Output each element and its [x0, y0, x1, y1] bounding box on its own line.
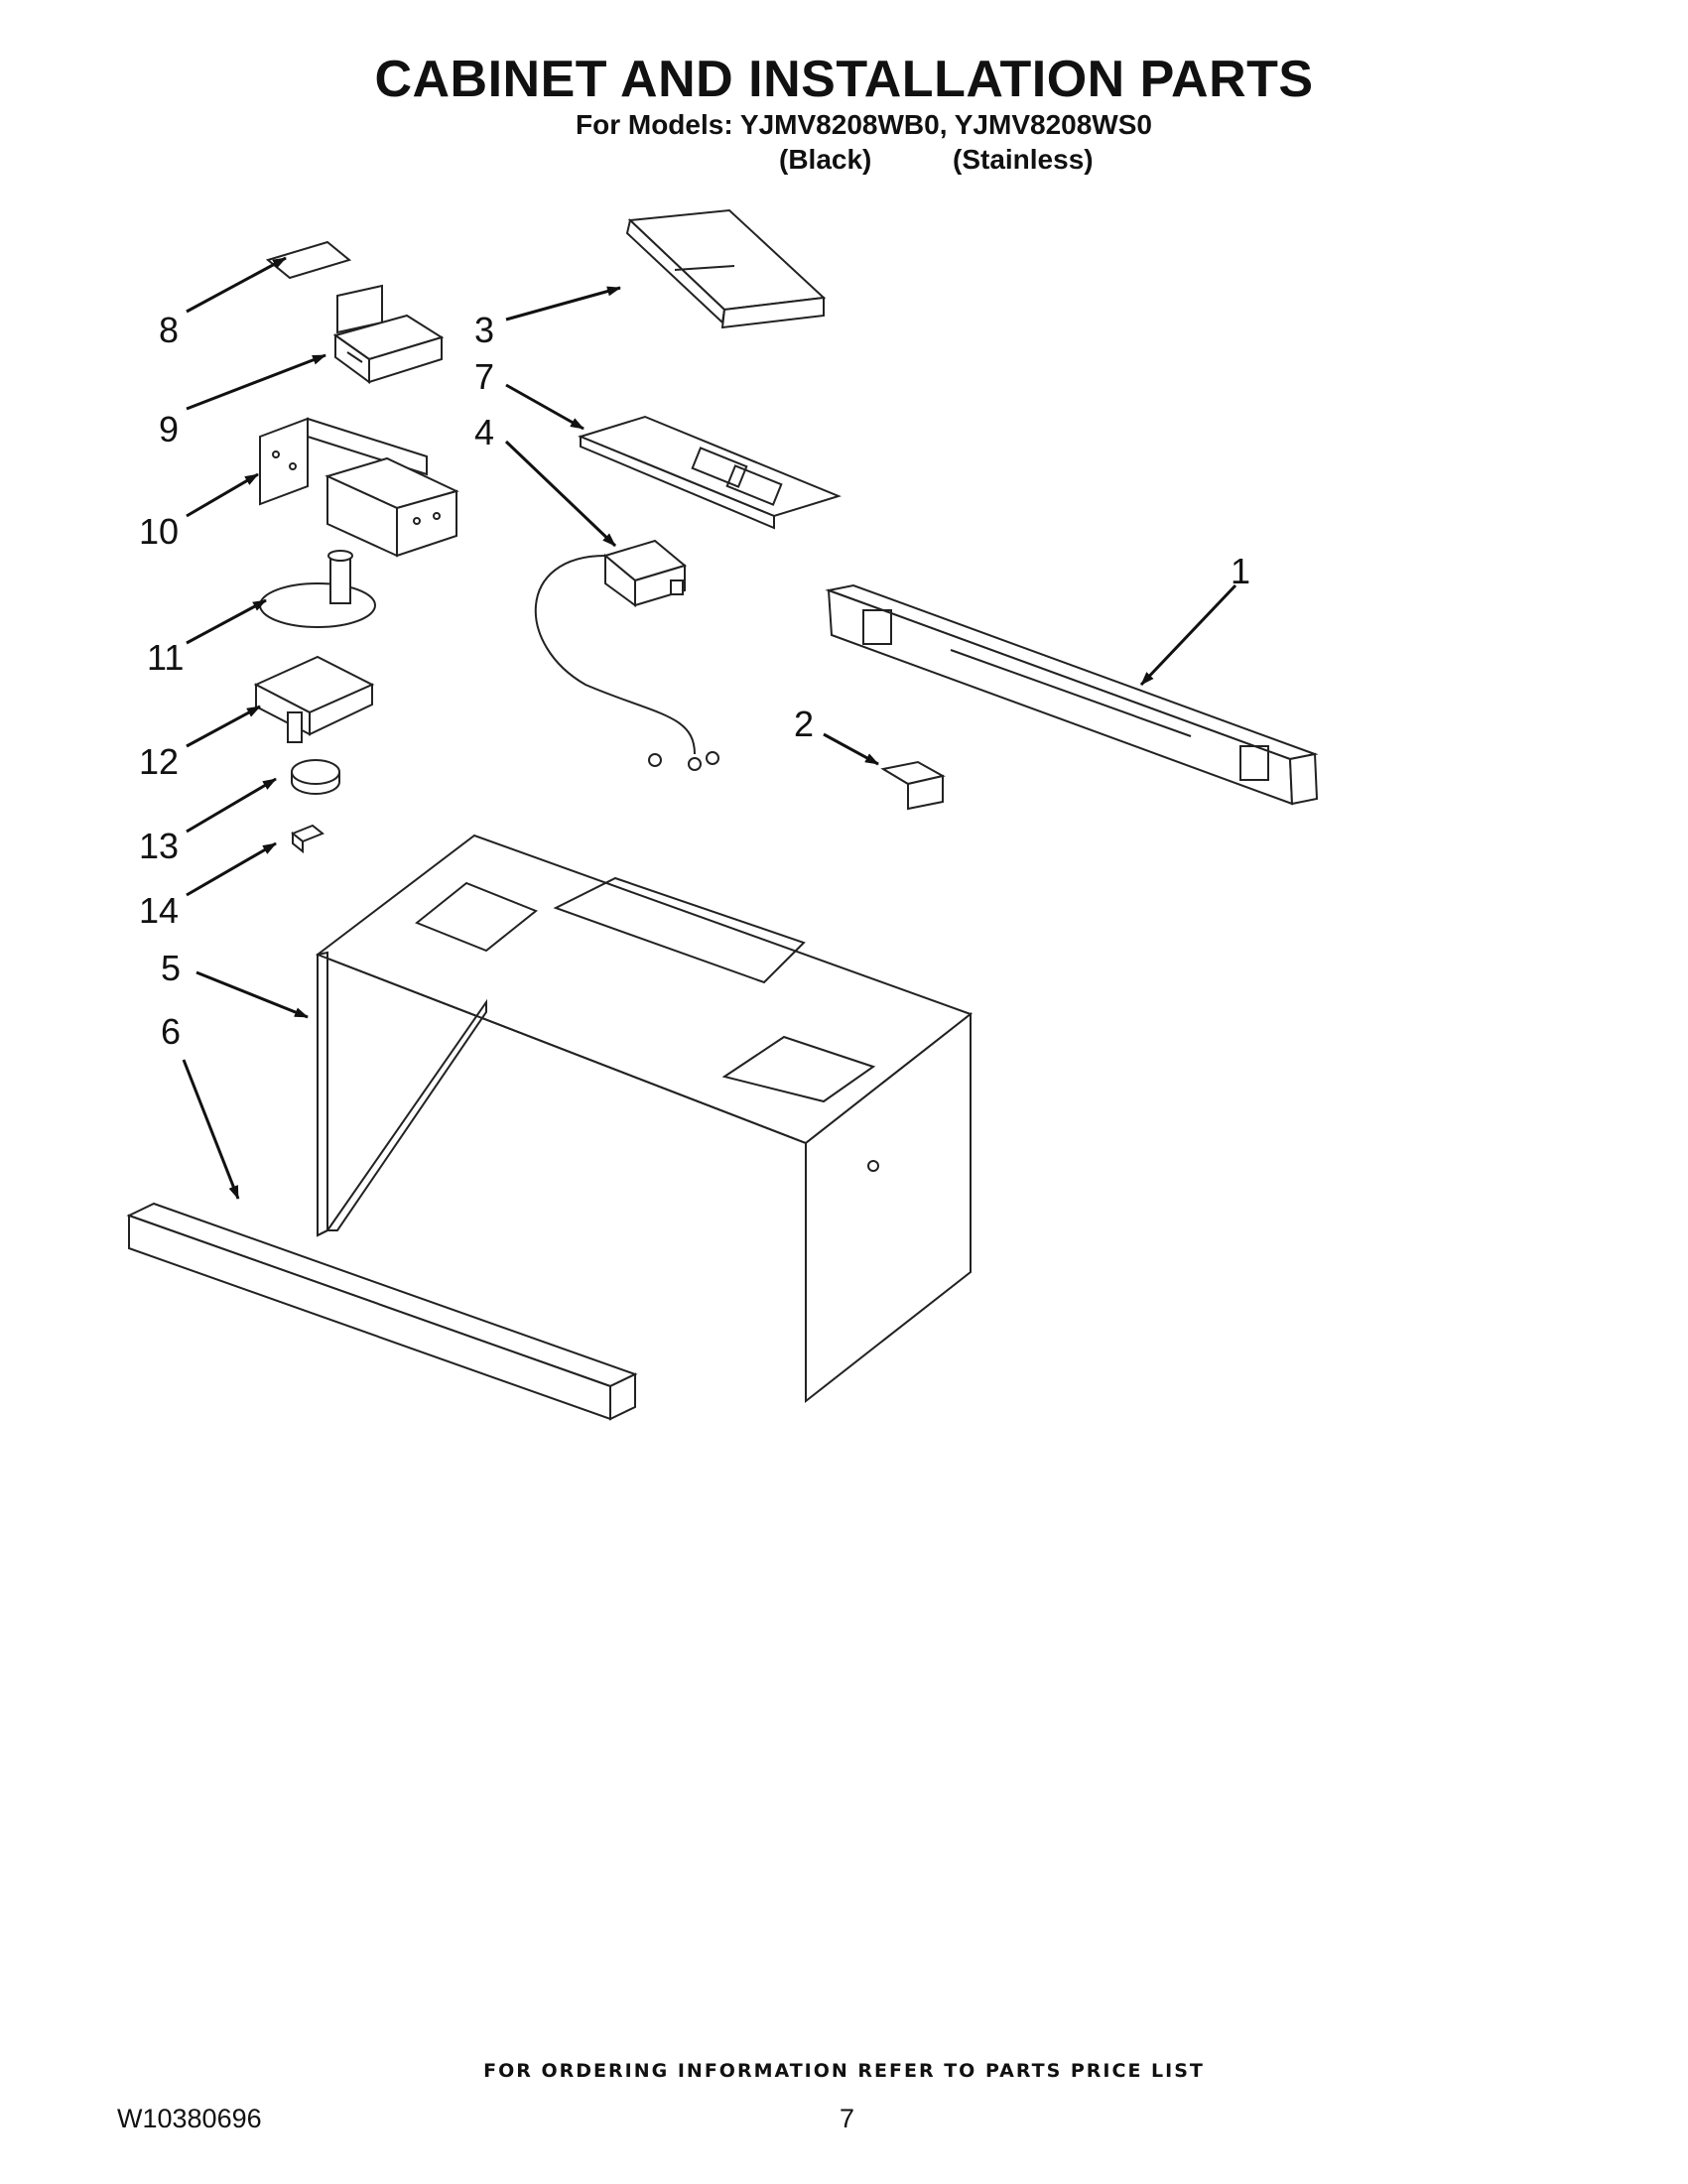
callout-5: 5	[161, 948, 181, 988]
page-number: 7	[840, 2104, 855, 2133]
callout-1: 1	[1231, 551, 1250, 591]
part-5-cabinet	[315, 834, 974, 1404]
exploded-parts-diagram: 8 9 10 11 12 13 14 5 6 3 7 4 1 2	[126, 208, 1319, 1421]
callout-11: 11	[147, 637, 184, 678]
page-title: CABINET AND INSTALLATION PARTS	[374, 51, 1314, 108]
models-line: For Models: YJMV8208WB0, YJMV8208WS0	[576, 109, 1152, 140]
document-number: W10380696	[117, 2104, 262, 2133]
callout-7: 7	[474, 356, 494, 397]
part-3-vent-grille	[625, 208, 827, 329]
variant-stainless-label: (Stainless)	[953, 144, 1094, 175]
part-11-turntable-hub	[259, 550, 376, 628]
callout-2: 2	[794, 704, 814, 744]
part-10-mounting-bracket	[259, 417, 459, 558]
part-8-label-card	[265, 240, 352, 280]
part-6-trim-bar	[126, 1202, 638, 1421]
callout-3: 3	[474, 310, 494, 350]
callout-9: 9	[159, 409, 179, 450]
callout-14: 14	[139, 890, 179, 931]
callout-13: 13	[139, 826, 179, 866]
variant-black-label: (Black)	[779, 144, 872, 175]
callout-12: 12	[139, 741, 179, 782]
part-14-connector	[291, 824, 325, 854]
part-9-control-box	[332, 284, 445, 384]
part-4-power-cord	[534, 539, 719, 771]
part-7-panel-plate	[578, 415, 842, 530]
callout-arrows	[182, 256, 1237, 1200]
callout-6: 6	[161, 1011, 181, 1052]
part-13-motor	[291, 759, 340, 795]
part-12-switch-bracket	[253, 655, 375, 743]
part-2-clip	[880, 760, 946, 811]
callout-8: 8	[159, 310, 179, 350]
ordering-note: FOR ORDERING INFORMATION REFER TO PARTS …	[483, 2060, 1205, 2082]
callout-4: 4	[474, 412, 494, 452]
part-1-mounting-rail	[825, 583, 1319, 806]
callout-10: 10	[139, 511, 179, 552]
